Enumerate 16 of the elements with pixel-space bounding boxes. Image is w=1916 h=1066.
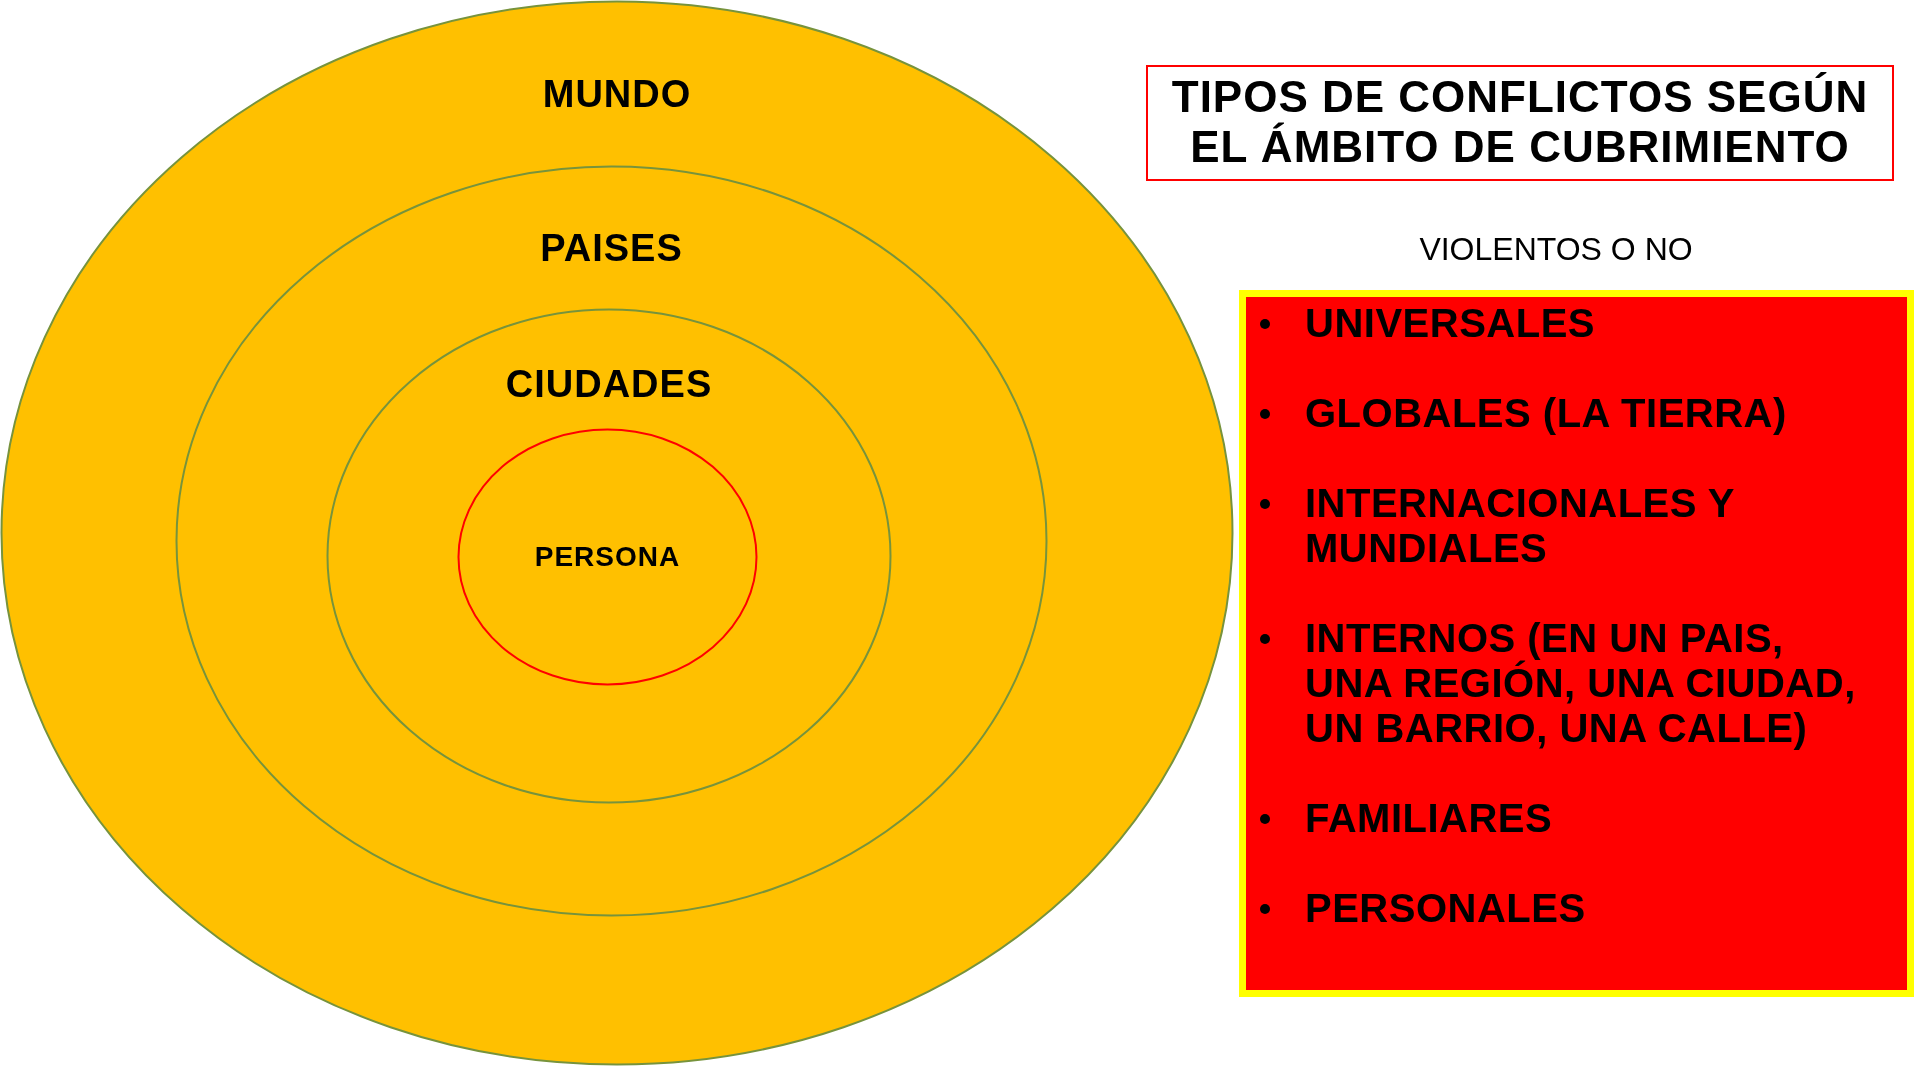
list-item: GLOBALES (LA TIERRA) [1305, 391, 1787, 436]
region-label: PAISES [540, 226, 683, 271]
ellipse-region [175, 165, 1048, 917]
list-item: PERSONALES [1305, 886, 1586, 931]
list-item: INTERNACIONALES Y MUNDIALES [1305, 481, 1736, 571]
list-item: FAMILIARES [1305, 796, 1553, 841]
ellipse-region [326, 308, 892, 804]
region-label: PERSONA [534, 540, 681, 574]
list-item: INTERNOS (EN UN PAIS, UNA REGIÓN, UNA CIUDAD, UN BARRIO, UNA CALLE) [1305, 616, 1857, 751]
region-label: MUNDO [542, 72, 692, 117]
subtitle: VIOLENTOS O NO [1419, 230, 1693, 269]
ellipse-region [457, 428, 758, 686]
list-item: UNIVERSALES [1305, 301, 1595, 346]
region-label: CIUDADES [505, 362, 713, 407]
title: TIPOS DE CONFLICTOS SEGÚN EL ÁMBITO DE CUBRIMIENTO [1146, 65, 1894, 181]
list-panel [1239, 290, 1914, 997]
